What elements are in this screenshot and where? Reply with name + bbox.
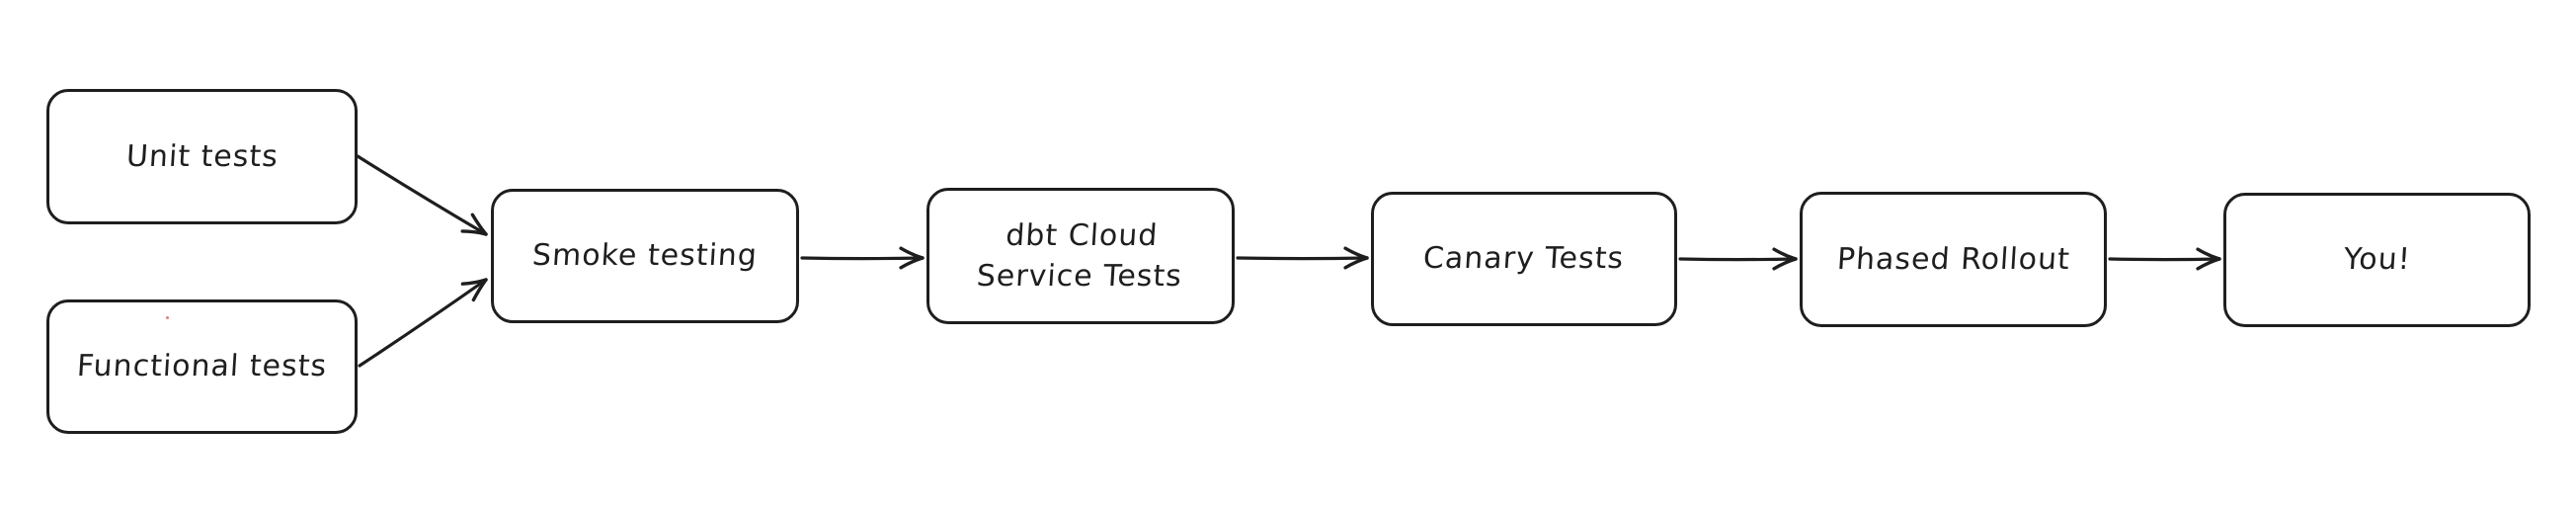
arrowhead-stroke (1772, 257, 1798, 271)
node-phased-rollout[interactable]: Phased Rollout (1800, 192, 2107, 327)
node-label: dbt Cloud Service Tests (975, 217, 1183, 294)
edge-phased-to-you (2108, 247, 2221, 271)
node-unit-tests[interactable]: Unit tests (46, 89, 358, 224)
edge-smoke-to-dbt (800, 246, 925, 270)
edge-unit-to-smoke (356, 154, 488, 236)
arrowhead-stroke (1343, 256, 1369, 270)
arrowhead-stroke (460, 229, 488, 236)
node-smoke-testing[interactable]: Smoke testing (491, 189, 799, 323)
edge-functional-to-smoke (358, 278, 488, 368)
node-dbt-cloud-service-tests[interactable]: dbt Cloud Service Tests (926, 188, 1235, 324)
arrowhead-stroke (2196, 257, 2221, 271)
arrowhead-stroke (471, 278, 488, 302)
stray-dot-artifact (166, 316, 169, 319)
node-functional-tests[interactable]: Functional tests (46, 299, 358, 434)
arrowhead-stroke (470, 212, 488, 236)
edge-canary-to-phased (1678, 247, 1798, 271)
arrowhead-stroke (899, 256, 925, 270)
arrowhead-stroke (899, 246, 925, 260)
arrowhead-stroke (460, 278, 488, 286)
arrowhead-stroke (1343, 246, 1369, 260)
arrowhead-stroke (2196, 247, 2221, 261)
node-label: Phased Rollout (1835, 241, 2071, 277)
node-label: Unit tests (124, 138, 280, 174)
node-label: Functional tests (75, 349, 329, 384)
edge-dbt-to-canary (1236, 246, 1369, 270)
node-label: You! (2342, 242, 2412, 278)
node-you[interactable]: You! (2223, 193, 2531, 327)
node-canary-tests[interactable]: Canary Tests (1371, 192, 1677, 326)
arrowhead-stroke (1772, 247, 1798, 261)
node-label: Canary Tests (1422, 241, 1626, 277)
node-label: Smoke testing (530, 238, 760, 274)
